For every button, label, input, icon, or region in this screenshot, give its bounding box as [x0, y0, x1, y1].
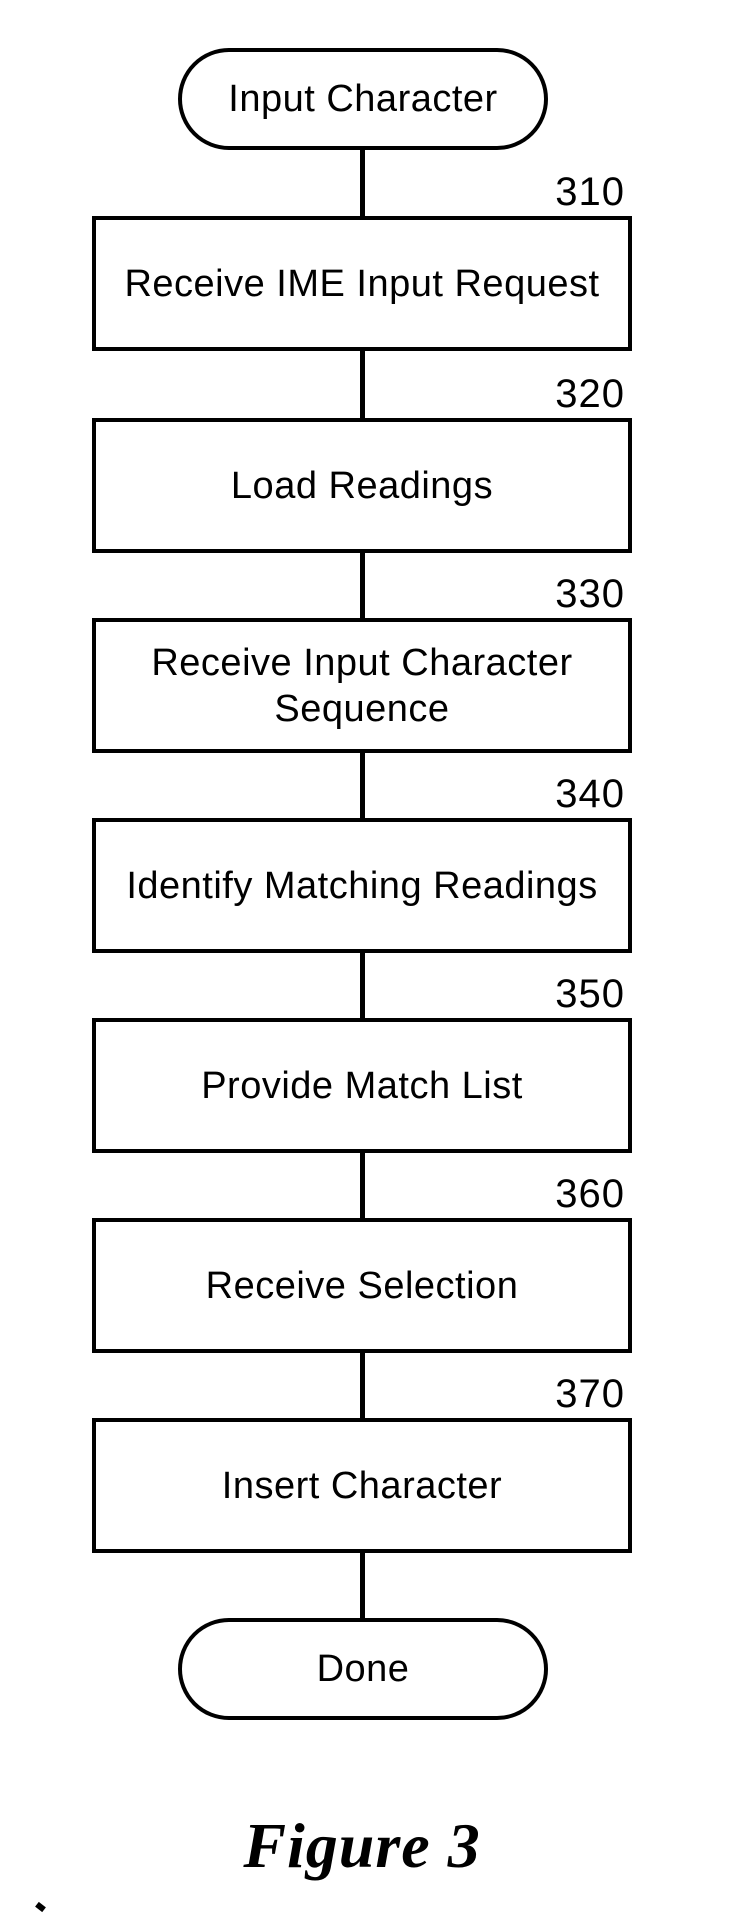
- process-step-350: Provide Match List: [92, 1018, 632, 1153]
- process-step-340-label: Identify Matching Readings: [126, 864, 598, 907]
- process-step-360-label: Receive Selection: [205, 1264, 519, 1307]
- ref-label-320: 320: [555, 372, 625, 416]
- process-step-320-label: Load Readings: [230, 464, 494, 507]
- process-step-330-label: Receive Input Character Sequence: [151, 641, 573, 730]
- process-step-360: Receive Selection: [92, 1218, 632, 1353]
- process-step-350-label: Provide Match List: [201, 1064, 523, 1107]
- process-step-310: Receive IME Input Request: [92, 216, 632, 351]
- terminal-start-label: Input Character: [228, 78, 498, 120]
- scan-artifact: [35, 1901, 46, 1913]
- process-step-310-label: Receive IME Input Request: [124, 262, 600, 305]
- figure-caption: Figure 3: [243, 1810, 481, 1881]
- terminal-end: Done: [178, 1618, 548, 1720]
- process-step-340: Identify Matching Readings: [92, 818, 632, 953]
- ref-label-370: 370: [555, 1372, 625, 1416]
- process-step-370: Insert Character: [92, 1418, 632, 1553]
- ref-label-350: 350: [555, 972, 625, 1016]
- process-step-330: Receive Input Character Sequence: [92, 618, 632, 753]
- terminal-start: Input Character: [178, 48, 548, 150]
- ref-label-340: 340: [555, 772, 625, 816]
- ref-label-360: 360: [555, 1172, 625, 1216]
- ref-label-310: 310: [555, 170, 625, 214]
- terminal-end-label: Done: [316, 1648, 410, 1690]
- ref-label-330: 330: [555, 572, 625, 616]
- process-step-370-label: Insert Character: [221, 1464, 503, 1507]
- process-step-320: Load Readings: [92, 418, 632, 553]
